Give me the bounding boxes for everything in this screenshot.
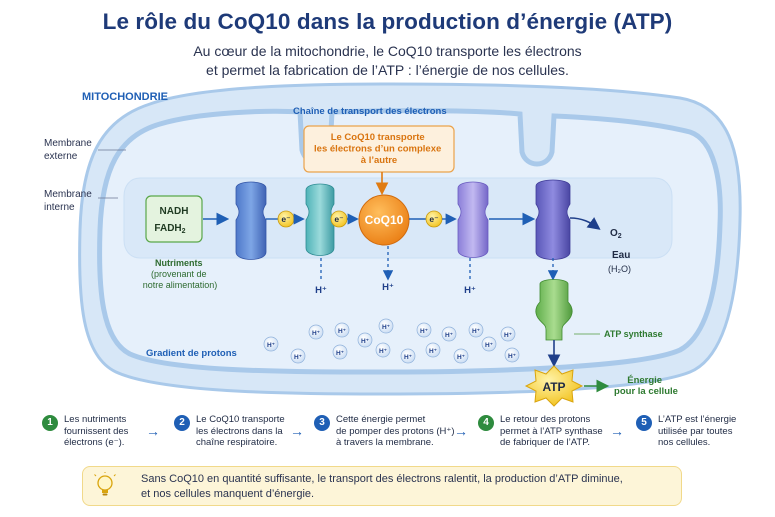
svg-text:H⁺: H⁺ [420, 328, 428, 335]
step-number: 4 [478, 415, 494, 431]
energy-label: Énergie pour la cellule [614, 375, 678, 397]
chain-label: Chaîne de transport des électrons [293, 106, 447, 117]
svg-text:H⁺: H⁺ [508, 353, 516, 360]
svg-text:H⁺: H⁺ [472, 328, 480, 335]
gradient-proton: H⁺ [425, 342, 441, 358]
atp-star [524, 365, 584, 407]
complex-2 [305, 183, 335, 256]
lightbulb-icon [94, 472, 116, 496]
gradient-proton: H⁺ [481, 336, 497, 352]
page-subtitle: Au cœur de la mitochondrie, le CoQ10 tra… [0, 42, 775, 80]
gradient-proton: H⁺ [468, 322, 484, 338]
nadh-fadh-box [145, 195, 203, 243]
gradient-proton: H⁺ [332, 344, 348, 360]
subtitle-line-1: Au cœur de la mitochondrie, le CoQ10 tra… [193, 43, 582, 59]
electron-1-label: e⁻ [281, 214, 290, 224]
gradient-proton: H⁺ [334, 322, 350, 338]
inner-membrane-label: Membrane interne [44, 189, 95, 213]
svg-text:H⁺: H⁺ [504, 332, 512, 339]
proton-pump-3: H⁺ [464, 285, 476, 296]
complex-3 [457, 181, 489, 258]
svg-text:H⁺: H⁺ [294, 354, 302, 361]
svg-text:H⁺: H⁺ [379, 348, 387, 355]
atp-synthase [535, 279, 573, 341]
gradient-proton: H⁺ [400, 348, 416, 364]
step-number: 5 [636, 415, 652, 431]
coq10-callout-box [303, 125, 455, 173]
svg-text:H⁺: H⁺ [404, 354, 412, 361]
nadh-label: NADH [160, 206, 189, 217]
svg-text:H⁺: H⁺ [382, 324, 390, 331]
electron-2-label: e⁻ [334, 214, 343, 224]
outer-membrane-label: Membrane externe [44, 138, 95, 162]
svg-text:H⁺: H⁺ [312, 330, 320, 337]
svg-text:H⁺: H⁺ [336, 350, 344, 357]
gradient-proton: H⁺ [378, 318, 394, 334]
step-number: 3 [314, 415, 330, 431]
atp-synthase-label: ATP synthase [604, 329, 663, 339]
proton-pump-1: H⁺ [315, 285, 327, 296]
step-arrow-icon: → [454, 423, 468, 439]
gradient-proton: H⁺ [357, 332, 373, 348]
gradient-label: Gradient de protons [146, 348, 237, 359]
step-number: 2 [174, 415, 190, 431]
warning-note: Sans CoQ10 en quantité suffisante, le tr… [82, 466, 682, 506]
gradient-proton: H⁺ [290, 348, 306, 364]
complex-1 [235, 181, 267, 260]
subtitle-line-2: et permet la fabrication de l’ATP : l’én… [206, 62, 569, 78]
page-title: Le rôle du CoQ10 dans la production d’én… [102, 9, 673, 34]
svg-text:H⁺: H⁺ [361, 338, 369, 345]
gradient-proton: H⁺ [504, 347, 520, 363]
mitochondria-label: MITOCHONDRIE [82, 91, 168, 103]
oxygen-label: O2 [610, 228, 622, 240]
svg-text:H⁺: H⁺ [457, 354, 465, 361]
gradient-proton: H⁺ [375, 342, 391, 358]
svg-text:H⁺: H⁺ [445, 332, 453, 339]
gradient-proton: H⁺ [453, 348, 469, 364]
fadh-label: FADH2 [154, 223, 185, 235]
proton-pump-2: H⁺ [382, 282, 394, 293]
proton-gradient: H⁺ H⁺ H⁺ H⁺ H⁺ H⁺ H⁺ H⁺ H⁺ H⁺ H⁺ H⁺ H⁺ H… [263, 318, 520, 364]
nutrients-label: Nutriments (provenant de notre alimentat… [143, 258, 218, 290]
gradient-proton: H⁺ [263, 336, 279, 352]
gradient-proton: H⁺ [308, 324, 324, 340]
coq10-label: CoQ10 [365, 213, 404, 227]
coq10-molecule [358, 194, 410, 246]
svg-text:H⁺: H⁺ [338, 328, 346, 335]
step-number: 1 [42, 415, 58, 431]
svg-text:H⁺: H⁺ [429, 348, 437, 355]
step-arrow-icon: → [290, 423, 304, 439]
step-arrow-icon: → [146, 423, 160, 439]
svg-text:H⁺: H⁺ [485, 342, 493, 349]
warning-note-text: Sans CoQ10 en quantité suffisante, le tr… [141, 473, 623, 500]
water-formula: (H₂O) [608, 264, 631, 274]
gradient-proton: H⁺ [441, 326, 457, 342]
water-label: Eau [612, 250, 630, 261]
step-arrow-icon: → [610, 423, 624, 439]
atp-label: ATP [542, 380, 565, 394]
complex-4 [535, 179, 571, 260]
gradient-proton: H⁺ [416, 322, 432, 338]
gradient-proton: H⁺ [500, 326, 516, 342]
coq10-callout-text: Le CoQ10 transporte les électrons d’un c… [314, 132, 444, 166]
svg-text:H⁺: H⁺ [267, 342, 275, 349]
electron-3-label: e⁻ [429, 214, 438, 224]
